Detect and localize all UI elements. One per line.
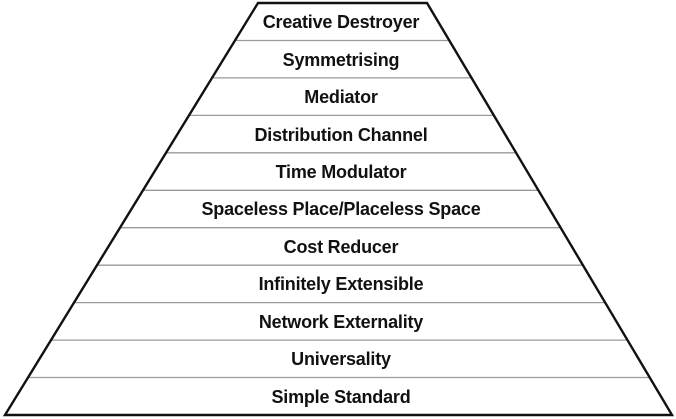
level-label: Mediator [304, 87, 378, 108]
pyramid-level-4: Distribution Channel [3, 115, 676, 152]
pyramid-level-11: Simple Standard [3, 378, 676, 415]
level-label: Cost Reducer [283, 236, 399, 257]
level-label: Network Externality [258, 311, 424, 332]
level-label: Universality [291, 349, 391, 370]
pyramid-level-2: Symmetrising [3, 40, 676, 77]
level-label: Simple Standard [271, 386, 411, 407]
pyramid-level-9: Network Externality [3, 303, 676, 340]
pyramid-level-5: Time Modulator [3, 153, 676, 190]
pyramid-level-10: Universality [3, 340, 676, 377]
pyramid-level-3: Mediator [3, 78, 676, 115]
level-label: Symmetrising [282, 49, 400, 70]
pyramid-levels: Creative Destroyer Symmetrising Mediator… [3, 3, 676, 415]
level-label: Creative Destroyer [262, 12, 420, 33]
level-label: Time Modulator [275, 162, 407, 183]
pyramid-level-7: Cost Reducer [3, 228, 676, 265]
pyramid-level-1: Creative Destroyer [3, 3, 676, 40]
level-label: Infinitely Extensible [258, 274, 424, 295]
level-label: Distribution Channel [254, 124, 428, 145]
pyramid-level-6: Spaceless Place/Placeless Space [3, 190, 676, 227]
pyramid-level-8: Infinitely Extensible [3, 265, 676, 302]
level-label: Spaceless Place/Placeless Space [201, 199, 481, 220]
